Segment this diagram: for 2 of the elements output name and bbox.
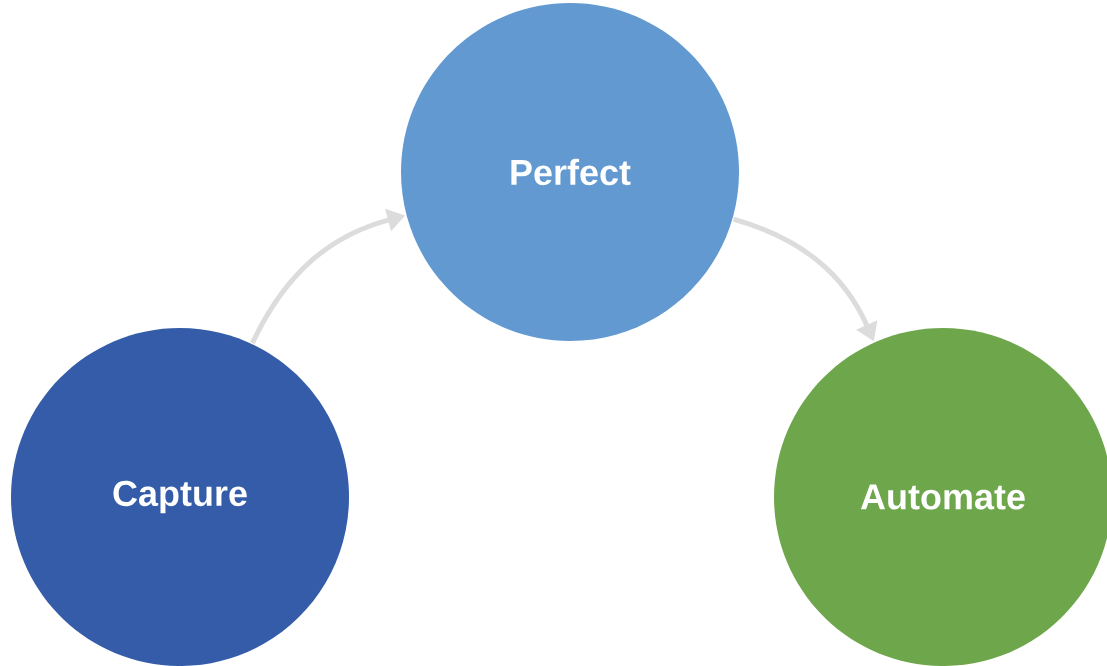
circle-node: Capture [11, 328, 349, 666]
circle-node: Perfect [401, 3, 739, 341]
